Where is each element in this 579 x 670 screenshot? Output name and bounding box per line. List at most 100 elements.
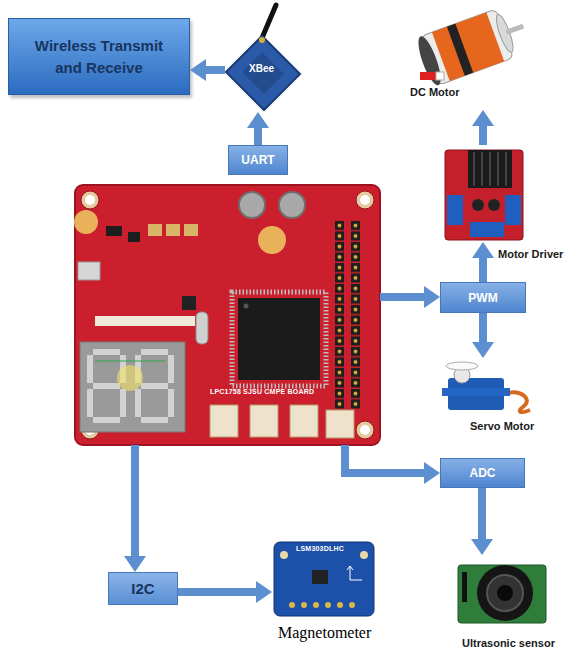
dc-motor-illustration bbox=[414, 34, 445, 88]
motor-driver-illustration bbox=[445, 150, 523, 240]
node-text: DC Motor bbox=[410, 86, 460, 98]
lpc1758-board-illustration bbox=[360, 425, 370, 435]
magnetometer-illustration bbox=[337, 602, 343, 608]
magnetometer-illustration bbox=[274, 542, 374, 616]
xbee-module-illustration bbox=[259, 37, 265, 43]
lpc1758-board-illustration bbox=[332, 220, 366, 410]
magnetometer-illustration bbox=[274, 542, 374, 616]
lpc1758-board-illustration bbox=[258, 226, 286, 254]
node-text: UART bbox=[241, 153, 274, 167]
lpc1758-board-illustration bbox=[148, 224, 162, 236]
motor-driver-illustration bbox=[468, 150, 512, 188]
dc-motor-illustration bbox=[414, 2, 532, 87]
magnetometer-illustration bbox=[312, 570, 328, 584]
node-text: Ultrasonic sensor bbox=[462, 637, 555, 649]
dc-motor: DC Motor bbox=[405, 3, 525, 110]
lpc1758-board-illustration bbox=[196, 312, 208, 344]
motor-driver-illustration bbox=[445, 150, 523, 240]
magnetometer: Magnetometer bbox=[272, 540, 375, 620]
node-text: ADC bbox=[470, 466, 496, 480]
dc-motor-illustration bbox=[414, 2, 532, 87]
motor-driver-illustration bbox=[470, 222, 504, 237]
ultrasonic-sensor-illustration bbox=[458, 565, 546, 623]
lpc1758-board-illustration bbox=[85, 195, 95, 205]
lpc1758-board-illustration bbox=[244, 304, 249, 309]
magnetometer-illustration bbox=[280, 551, 288, 559]
pwm-box: PWM bbox=[440, 282, 526, 313]
servo-motor-illustration bbox=[442, 388, 510, 396]
lpc1758-board-illustration bbox=[106, 226, 122, 236]
lpc1758-board-illustration bbox=[210, 405, 238, 437]
lpc1758-board-illustration bbox=[75, 185, 380, 445]
servo-motor-illustration bbox=[442, 362, 530, 412]
lpc1758-board-illustration bbox=[232, 292, 326, 386]
connector-arrow bbox=[479, 313, 487, 343]
ultrasonic-sensor-illustration bbox=[497, 585, 513, 601]
lpc1758-board-illustration bbox=[80, 342, 185, 432]
wireless-box: Wireless Transmit and Receive bbox=[8, 18, 190, 95]
xbee-module-illustration bbox=[242, 52, 284, 94]
microcontroller-board: LPC1758 SJSU CMPE BOARD bbox=[75, 185, 380, 445]
magnetometer-illustration bbox=[349, 602, 355, 608]
lpc1758-board-illustration bbox=[326, 410, 354, 438]
motor-driver-illustration bbox=[488, 199, 500, 211]
lpc1758-board-illustration bbox=[250, 405, 278, 437]
connector-arrow bbox=[131, 445, 139, 557]
node-text: Servo Motor bbox=[470, 420, 534, 432]
connector-arrow bbox=[178, 588, 257, 596]
ultrasonic-sensor-illustration bbox=[458, 565, 546, 623]
ultrasonic-sensor-illustration bbox=[487, 575, 523, 611]
connector-arrow bbox=[479, 125, 487, 145]
lpc1758-board-illustration bbox=[290, 405, 318, 437]
connector-arrow bbox=[205, 66, 225, 74]
node-text: Magnetometer bbox=[278, 624, 371, 642]
xbee-module-illustration bbox=[226, 36, 300, 110]
lpc1758-board-illustration bbox=[239, 192, 265, 218]
lpc1758-board-illustration bbox=[356, 421, 374, 439]
ultrasonic-sensor-illustration bbox=[477, 565, 533, 621]
motor-driver: Motor Driver bbox=[443, 145, 525, 242]
lpc1758-board-illustration bbox=[184, 224, 198, 236]
lpc1758-board-illustration bbox=[90, 352, 171, 420]
ultrasonic-sensor-illustration bbox=[462, 572, 467, 602]
node-text: LPC1758 SJSU CMPE BOARD bbox=[210, 388, 314, 395]
connector-arrow bbox=[380, 293, 425, 301]
xbee-module: XBee bbox=[225, 15, 300, 112]
dc-motor-illustration bbox=[432, 12, 504, 81]
motor-driver-illustration bbox=[472, 199, 484, 211]
dc-motor-illustration bbox=[493, 13, 516, 54]
motor-driver-illustration bbox=[505, 195, 521, 225]
connector-arrow bbox=[345, 445, 425, 473]
i2c-box: I2C bbox=[108, 572, 178, 605]
servo-motor: Servo Motor bbox=[440, 358, 530, 435]
node-text: PWM bbox=[468, 291, 497, 305]
lpc1758-board-illustration bbox=[81, 191, 99, 209]
dc-motor-illustration bbox=[436, 72, 444, 80]
motor-driver-illustration bbox=[474, 152, 506, 186]
dc-motor-illustration bbox=[506, 24, 525, 35]
lpc1758-board-illustration bbox=[356, 191, 374, 209]
lpc1758-board-illustration bbox=[78, 262, 100, 280]
ultrasonic-sensor: Ultrasonic sensor bbox=[455, 555, 547, 633]
lpc1758-board-illustration bbox=[74, 185, 380, 445]
lpc1758-board-illustration bbox=[360, 195, 370, 205]
dc-motor-illustration bbox=[420, 72, 436, 80]
adc-box: ADC bbox=[440, 458, 525, 488]
node-text: XBee bbox=[249, 63, 274, 74]
magnetometer-illustration bbox=[313, 602, 319, 608]
lpc1758-board-illustration bbox=[182, 296, 196, 310]
lpc1758-board-illustration bbox=[117, 365, 143, 391]
magnetometer-illustration bbox=[360, 551, 368, 559]
magnetometer-illustration bbox=[301, 602, 307, 608]
uart-box: UART bbox=[228, 145, 288, 175]
lpc1758-board-illustration bbox=[128, 232, 140, 242]
magnetometer-illustration bbox=[325, 602, 331, 608]
xbee-module-illustration bbox=[262, 5, 276, 38]
lpc1758-board-illustration bbox=[238, 298, 320, 380]
lpc1758-board-illustration bbox=[95, 316, 195, 326]
magnetometer-illustration bbox=[289, 602, 295, 608]
connector-arrow bbox=[479, 257, 487, 282]
